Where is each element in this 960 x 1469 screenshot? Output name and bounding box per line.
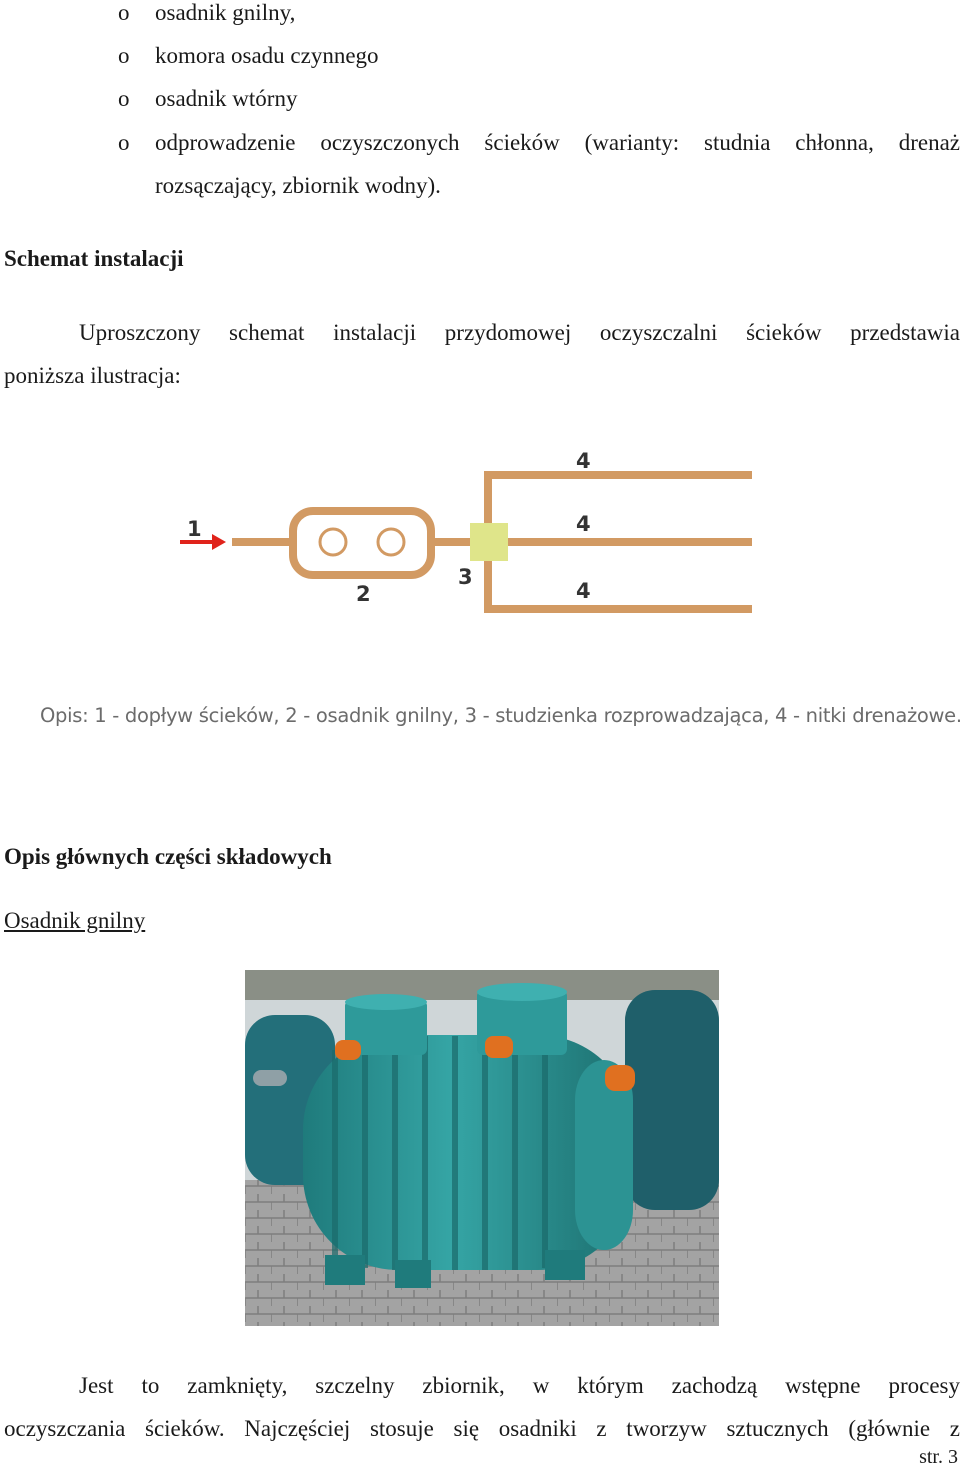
pipe-network bbox=[232, 471, 752, 613]
bullet-text: osadnik wtórny bbox=[155, 86, 298, 111]
label-drain: 4 bbox=[576, 512, 591, 536]
bullet-text: odprowadzenie oczyszczonych ścieków (war… bbox=[155, 130, 960, 155]
septic-tank-photo bbox=[245, 970, 719, 1326]
bullet-marker: o bbox=[118, 130, 130, 155]
paragraph-line: Jest to zamknięty, szczelny zbiornik, w … bbox=[79, 1373, 960, 1398]
bullet-text-continued: rozsączający, zbiornik wodny). bbox=[155, 173, 441, 198]
label-inflow: 1 bbox=[187, 517, 202, 541]
paragraph-line: poniższa ilustracja: bbox=[4, 363, 181, 388]
label-drain: 4 bbox=[576, 579, 591, 603]
grey-pipe bbox=[253, 1070, 287, 1086]
paragraph-line: oczyszczania ścieków. Najczęściej stosuj… bbox=[4, 1416, 960, 1441]
tank-chamber-1 bbox=[318, 527, 348, 557]
section-heading: Opis głównych części składowych bbox=[4, 844, 332, 869]
section-heading: Schemat instalacji bbox=[4, 246, 184, 271]
distribution-well bbox=[470, 523, 508, 561]
inflow-arrow bbox=[180, 534, 226, 550]
installation-diagram: 1 2 3 4 4 4 bbox=[180, 449, 752, 613]
main-tank bbox=[303, 983, 633, 1288]
label-tank: 2 bbox=[356, 582, 371, 606]
label-well: 3 bbox=[458, 565, 473, 589]
tank-chamber-2 bbox=[376, 527, 406, 557]
background-tank-right bbox=[625, 990, 719, 1210]
bullet-text: komora osadu czynnego bbox=[155, 43, 379, 68]
bullet-marker: o bbox=[118, 0, 130, 25]
label-drain: 4 bbox=[576, 449, 591, 473]
bullet-marker: o bbox=[118, 43, 130, 68]
septic-tank-outline bbox=[289, 507, 435, 579]
subsection-heading: Osadnik gnilny bbox=[4, 908, 146, 933]
paragraph-line: Uproszczony schemat instalacji przydomow… bbox=[79, 320, 960, 345]
page-number: str. 3 bbox=[919, 1446, 958, 1468]
bullet-marker: o bbox=[118, 86, 130, 111]
bullet-text: osadnik gnilny, bbox=[155, 0, 296, 25]
orange-pipe-fittings bbox=[335, 1036, 635, 1091]
diagram-caption: Opis: 1 - dopływ ścieków, 2 - osadnik gn… bbox=[40, 704, 960, 727]
